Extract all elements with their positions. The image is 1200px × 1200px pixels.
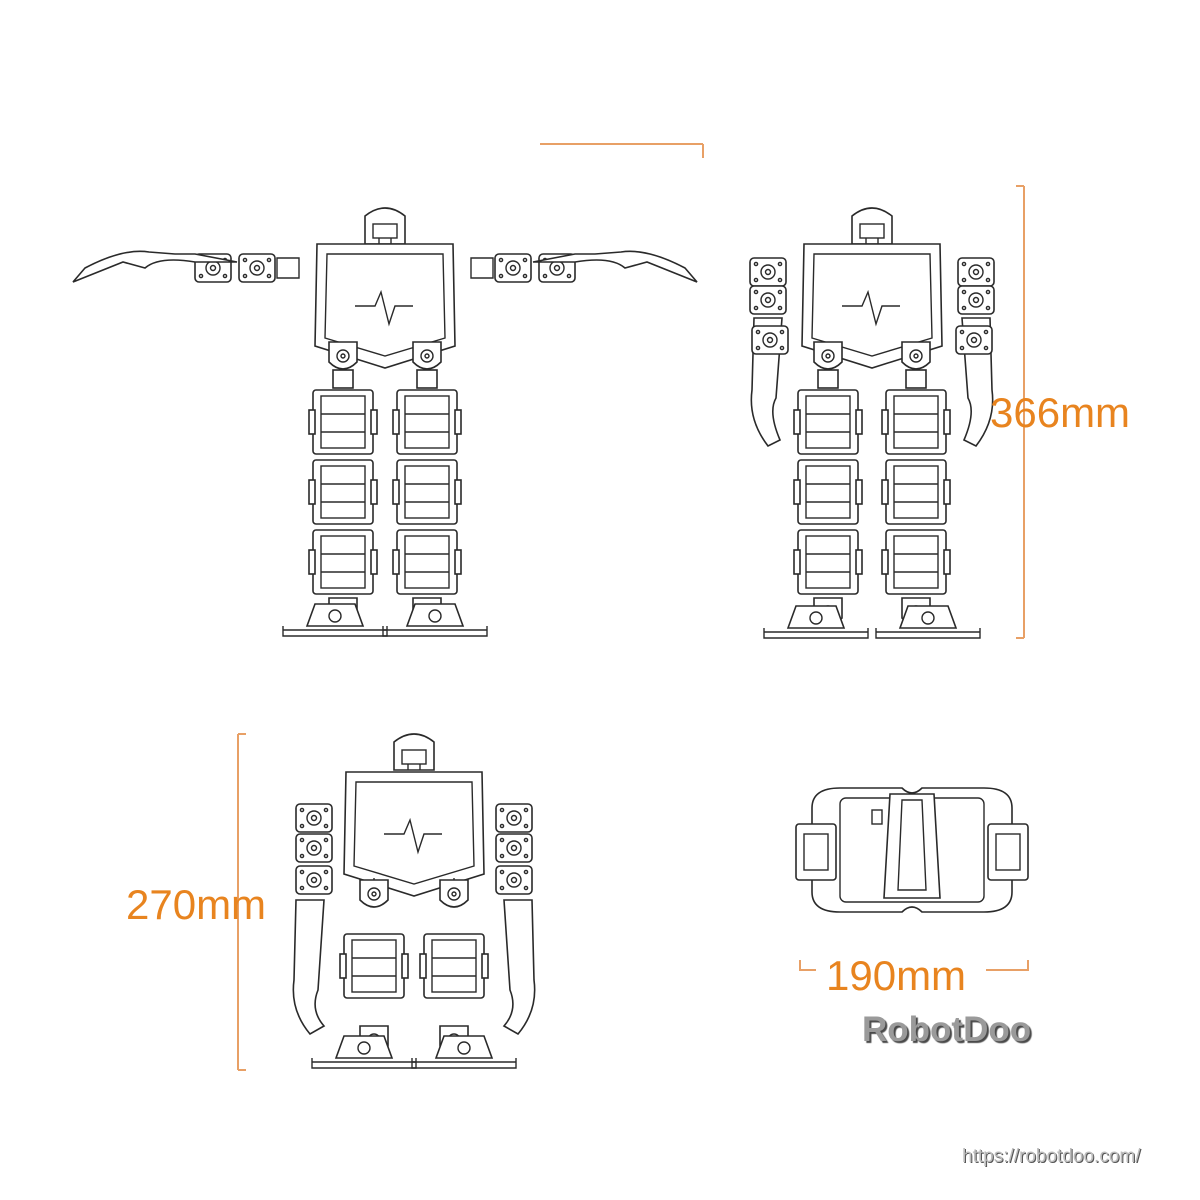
- dim-line-190: [799, 960, 1029, 971]
- view-front-arms-out: [72, 143, 704, 637]
- dimension-height-standing: 366mm: [990, 389, 1131, 436]
- website-url: https://robotdoo.com/: [962, 1146, 1141, 1167]
- view-front-standing: [749, 207, 995, 639]
- view-front-crouched: [292, 733, 536, 1069]
- dimension-depth-top: 190mm: [826, 952, 967, 999]
- brand-logo: RobotDoo: [862, 1010, 1032, 1049]
- view-top: [795, 787, 1029, 913]
- dimension-height-crouched: 270mm: [126, 881, 267, 928]
